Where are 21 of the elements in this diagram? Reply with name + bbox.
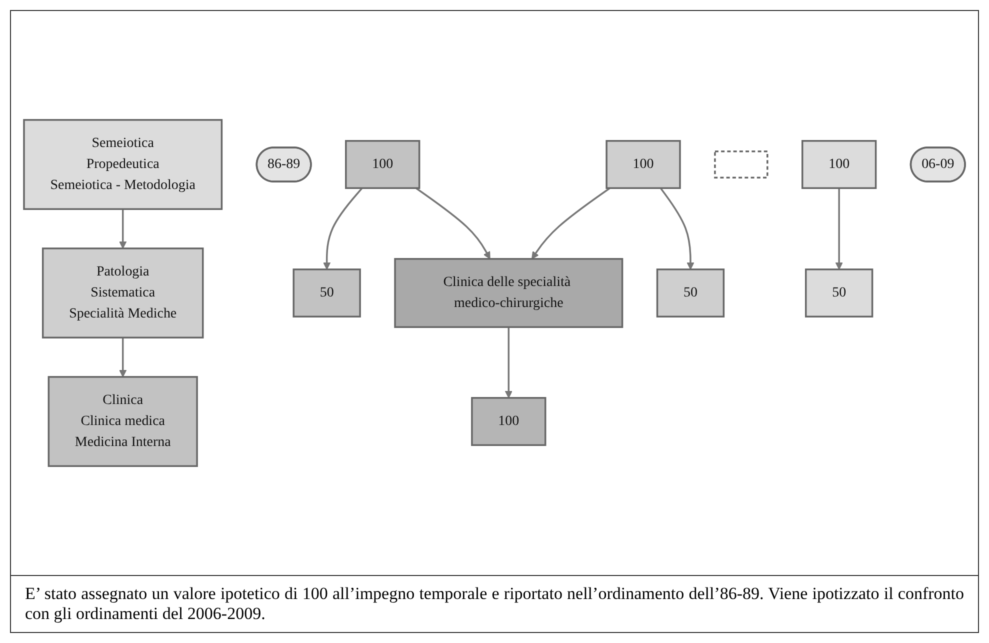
node-box: 100 (471, 397, 546, 446)
node-box: 100 (606, 140, 681, 189)
node-box: 50 (292, 268, 361, 318)
arrow (835, 188, 843, 270)
arrow (660, 188, 694, 270)
arrow (504, 327, 512, 398)
node-box: 100 (345, 140, 420, 189)
node-box: Clinica Clinica medica Medicina Interna (48, 376, 198, 467)
node-box: 50 (804, 268, 874, 318)
node-box: 100 (802, 140, 877, 189)
arrow (322, 188, 363, 270)
node-box: Clinica delle specialità medico-chirurgiche (394, 258, 624, 328)
arrow (416, 187, 490, 260)
arrow (119, 338, 127, 378)
arrow (532, 187, 610, 260)
node-box: Semeiotica Propedeutica Semeiotica - Metodologia (23, 119, 223, 210)
node-box (714, 150, 768, 178)
node-box: 50 (656, 268, 725, 318)
arrow (119, 209, 127, 249)
caption: E’ stato assegnato un valore ipotetico di 100 all’impegno temporale e riportato nell’ordinamento dell’86-89. Viene ipotizzato il confronto con gli ordinamenti del 2006-2009. (11, 575, 978, 632)
node-box: Patologia Sistematica Specialità Mediche (42, 248, 204, 338)
